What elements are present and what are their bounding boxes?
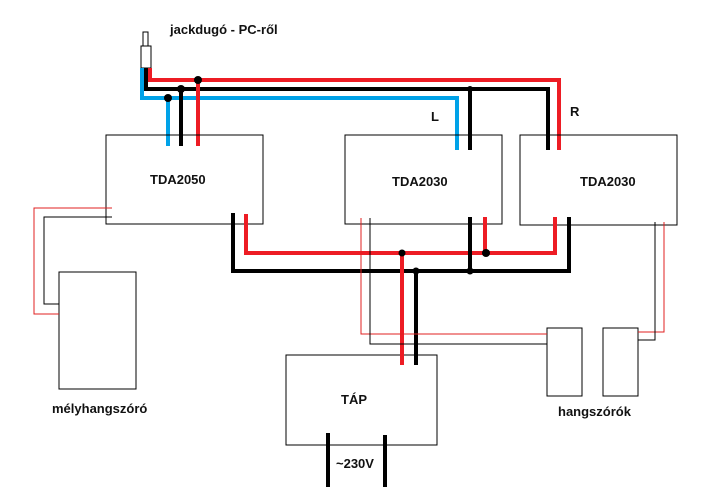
left-channel-label: L <box>431 109 439 124</box>
title-label: jackdugó - PC-ről <box>169 22 278 37</box>
amp-right-box <box>519 134 678 226</box>
junction-dot <box>177 85 185 93</box>
right-speaker-black <box>638 222 656 341</box>
junction-dot <box>466 267 474 275</box>
right-channel-label: R <box>570 104 580 119</box>
power-box <box>285 354 438 446</box>
power-red-rail <box>244 214 557 255</box>
input-blue-wire <box>140 68 459 150</box>
power-label: TÁP <box>341 392 367 407</box>
input-black-wire <box>144 68 550 150</box>
junction-dot <box>482 249 490 257</box>
amp-right-label: TDA2030 <box>580 174 636 189</box>
sub-speaker-red <box>33 207 112 315</box>
speaker-right-box <box>602 327 639 397</box>
junction-dot <box>467 86 473 92</box>
left-speaker-black <box>369 218 547 345</box>
junction-dot <box>398 249 406 257</box>
sub-speaker-black <box>43 216 112 305</box>
subwoofer-label: mélyhangszóró <box>52 401 147 416</box>
amp-left-box <box>344 134 503 225</box>
speaker-left-box <box>546 327 583 397</box>
junction-dot <box>412 267 420 275</box>
amp-sub-box <box>105 134 264 225</box>
jack-plug-icon <box>140 31 152 69</box>
junction-dot <box>164 94 172 102</box>
left-speaker-red <box>360 218 547 335</box>
amp-left-label: TDA2030 <box>392 174 448 189</box>
amp-sub-label: TDA2050 <box>150 172 206 187</box>
right-speaker-red <box>638 222 665 333</box>
input-red-wire <box>148 68 561 150</box>
mains-label: ~230V <box>336 456 374 471</box>
speakers-label: hangszórók <box>558 404 632 419</box>
junction-dot <box>194 76 202 84</box>
subwoofer-box <box>58 271 137 390</box>
